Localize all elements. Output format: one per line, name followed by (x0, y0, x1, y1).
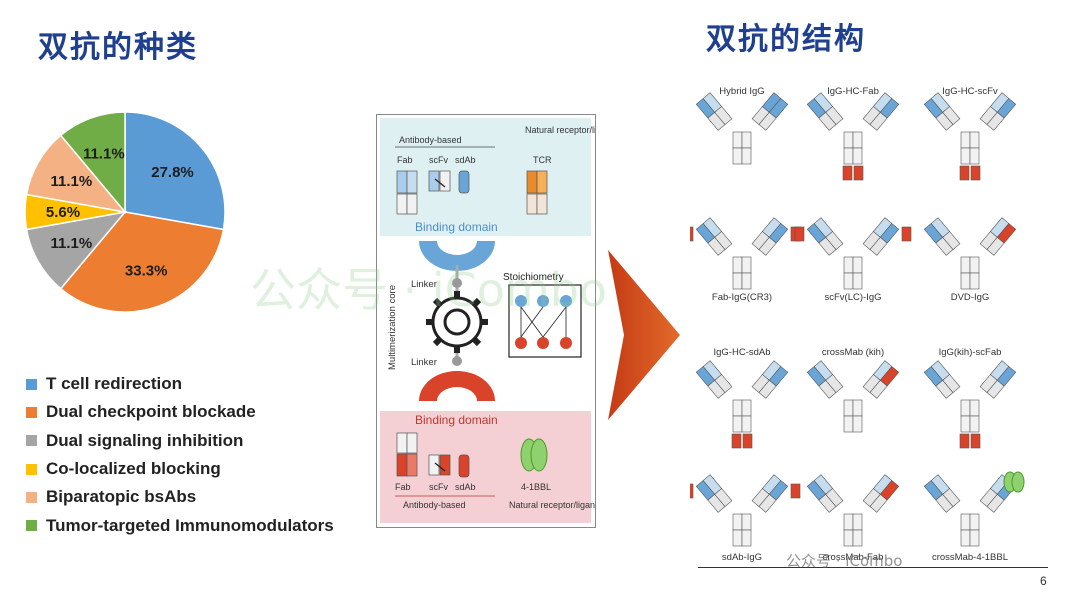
sdab-label: sdAb (455, 155, 476, 165)
right-title: 双抗的结构 (706, 22, 866, 57)
pie-slice (59, 111, 126, 215)
legend-label: Biparatopic bsAbs (46, 487, 197, 507)
binding-domain-bottom: Binding domain (415, 413, 498, 427)
linker-bottom: Linker (411, 357, 437, 368)
antibody-structure (806, 360, 900, 433)
watermark-center: 公众号 · iCombo (250, 263, 608, 317)
legend-swatch (26, 406, 37, 418)
structure-label: Hybrid IgG (719, 86, 764, 97)
antibody-structure (923, 92, 1017, 181)
bispecific-diagram: Antibody-based Natural receptor/ligand F… (376, 114, 616, 528)
structure-label: DVD-IgG (951, 292, 990, 303)
structure-label: IgG-HC-scFv (942, 86, 998, 97)
legend-swatch (26, 520, 37, 532)
legend-label: Tumor-targeted Immunomodulators (46, 515, 334, 535)
pie-data-label: 11.1% (83, 146, 125, 163)
antibody-structure (695, 92, 789, 165)
legend-label: T cell redirection (46, 374, 183, 394)
antibody-structure (683, 217, 801, 290)
linker-top: Linker (411, 279, 437, 290)
legend-item: Tumor-targeted Immunomodulators (26, 511, 356, 539)
pie-slice (124, 111, 226, 231)
diagram-canvas: Antibody-based Natural receptor/ligand F… (380, 118, 616, 523)
antibody-structure (794, 217, 912, 290)
structure-label: crossMab (kih) (822, 347, 884, 358)
gear-icon (426, 291, 488, 353)
structure-label: crossMab-4-1BBL (932, 552, 1008, 563)
scfv-label-2: scFv (429, 482, 448, 492)
legend-item: Dual checkpoint blockade (26, 398, 356, 426)
arrow-icon (608, 250, 680, 420)
natural-label: Natural receptor/ligand (525, 125, 595, 135)
watermark-corner: 公众号 · iCombo (786, 552, 903, 570)
legend-item: Biparatopic bsAbs (26, 483, 356, 511)
pie-chart: 27.8% 33.3% 11.1% 5.6% 11.1% 11.1% (24, 111, 226, 313)
antibody-based-label-2: Antibody-based (403, 500, 466, 510)
legend-swatch (26, 378, 37, 390)
legend-item: Co-localized blocking (26, 455, 356, 483)
antibody-structure (923, 471, 1025, 547)
pie-data-label: 11.1% (50, 173, 92, 190)
legend-swatch (26, 463, 37, 475)
pie-data-label: 27.8% (151, 164, 194, 181)
structure-label: crossMab-Fab (823, 552, 884, 563)
fab-label-2: Fab (395, 482, 411, 492)
legend-swatch (26, 435, 37, 447)
bottom-rule (698, 567, 1048, 568)
ligand-label: 4-1BBL (521, 482, 551, 492)
antibody-structure (683, 474, 801, 547)
pie-data-label: 33.3% (125, 262, 168, 279)
legend-label: Dual checkpoint blockade (46, 402, 256, 422)
multimerization-core: Multimerization core (387, 285, 398, 370)
page-number: 6 (1040, 574, 1047, 588)
antibody-structure (806, 474, 900, 547)
antibody-structure (695, 360, 789, 449)
structure-label: IgG(kih)-scFab (939, 347, 1002, 358)
structure-label: IgG-HC-Fab (827, 86, 879, 97)
structure-label: sdAb-IgG (722, 552, 762, 563)
structure-label: Fab-IgG(CR3) (712, 292, 772, 303)
left-title: 双抗的种类 (38, 30, 198, 65)
natural-label-2: Natural receptor/ligand (509, 500, 595, 510)
fab-label: Fab (397, 155, 413, 165)
legend-swatch (26, 491, 37, 503)
binding-domain-top: Binding domain (415, 220, 498, 234)
pie-data-label: 11.1% (50, 235, 92, 252)
pie-slice (25, 134, 127, 214)
structure-label: IgG-HC-sdAb (713, 347, 770, 358)
antibody-structure (923, 217, 1017, 290)
pie-data-label: 5.6% (46, 204, 80, 221)
pie-slice (25, 210, 127, 290)
structure-label: scFv(LC)-IgG (825, 292, 882, 303)
stoichiometry-label: Stoichiometry (503, 272, 564, 283)
antibody-structure (923, 360, 1017, 449)
tcr-label: TCR (533, 155, 552, 165)
scfv-label: scFv (429, 155, 448, 165)
legend-item: T cell redirection (26, 370, 356, 398)
sdab-label-2: sdAb (455, 482, 476, 492)
legend-label: Co-localized blocking (46, 459, 221, 479)
legend-item: Dual signaling inhibition (26, 427, 356, 455)
pie-slice (59, 211, 225, 313)
antibody-based-label: Antibody-based (399, 135, 462, 145)
legend-label: Dual signaling inhibition (46, 430, 244, 450)
antibody-structure (806, 92, 900, 181)
